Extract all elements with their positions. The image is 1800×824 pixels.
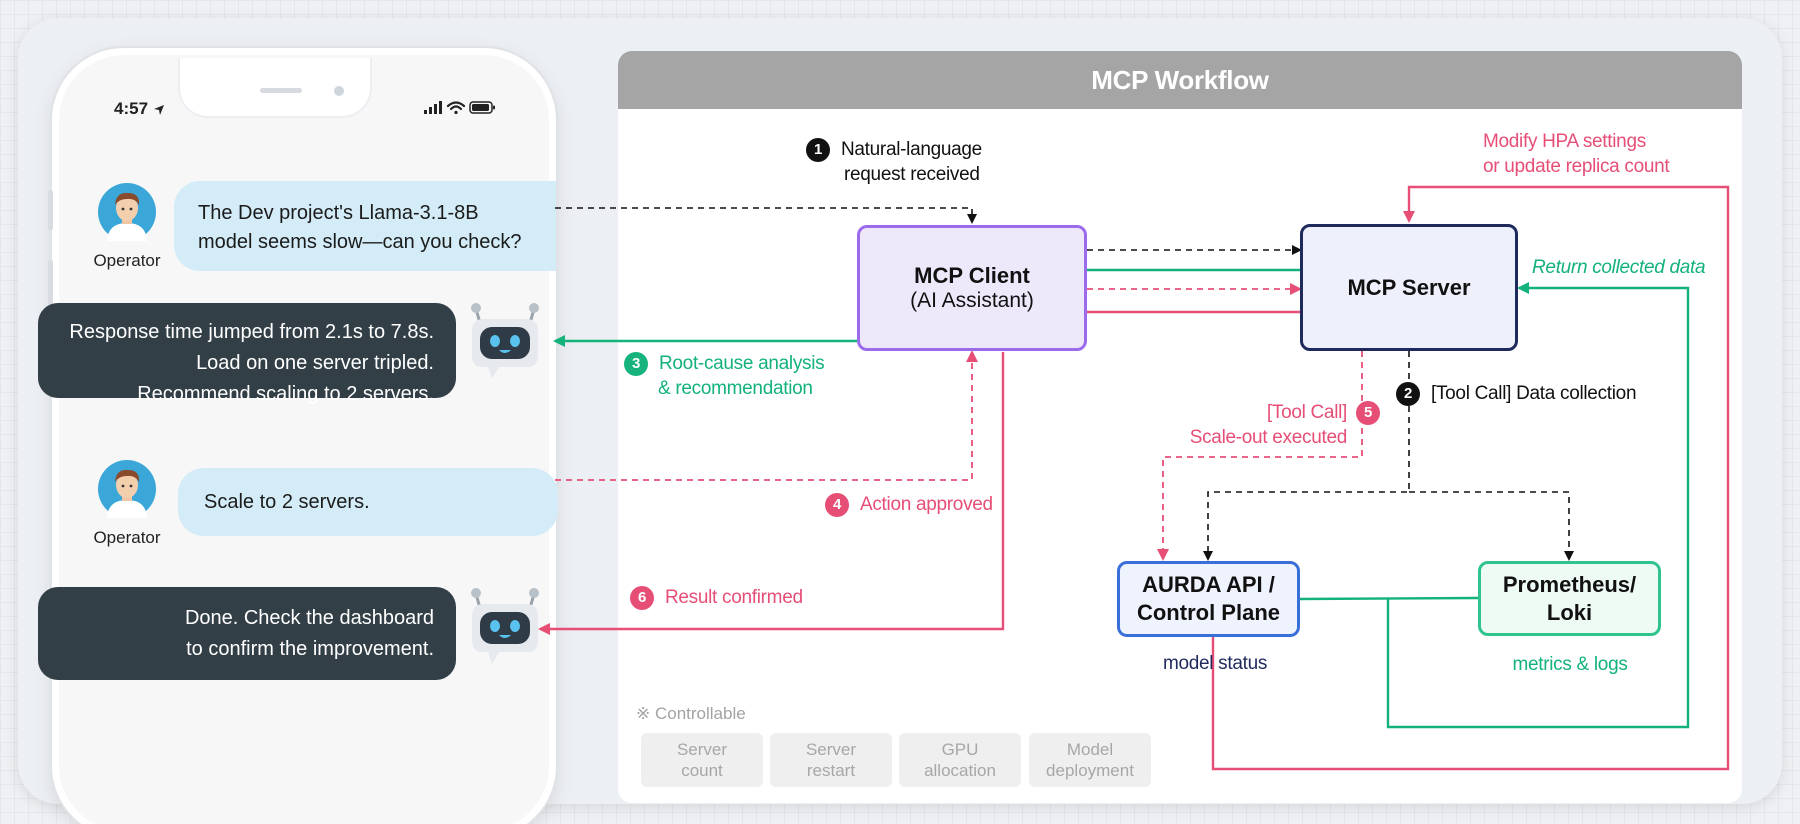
step-1-label: 1 Natural-language request received <box>806 137 982 187</box>
phone-side-button <box>48 260 53 330</box>
workflow-panel: MCP Workflow <box>618 51 1742 803</box>
operator-avatar <box>98 183 156 241</box>
node-subtitle: (AI Assistant) <box>910 289 1034 312</box>
battery-icon <box>469 101 495 114</box>
message-line: to confirm the improvement. <box>186 638 434 660</box>
location-arrow-icon <box>153 104 164 115</box>
sender-label: Operator <box>93 528 161 547</box>
step-text: Action approved <box>859 494 993 515</box>
flow-result-arrow <box>538 352 1005 635</box>
phone-speaker <box>260 88 302 93</box>
robot-avatar-icon <box>471 303 539 379</box>
phone-camera <box>334 86 344 96</box>
step-text: Natural-language <box>840 139 982 160</box>
return-data-label: Return collected data <box>1532 257 1706 278</box>
step-3-label: 3 Root-cause analysis & recommendation <box>624 351 825 401</box>
step-number-badge: 6 <box>630 585 654 610</box>
message-line: Response time jumped from 2.1s to 7.8s. <box>69 321 434 343</box>
step-number-badge: 3 <box>624 351 648 376</box>
flow-request-arrow <box>555 207 977 224</box>
message-line: Recommend scaling to 2 servers. <box>137 383 434 405</box>
step-number-badge: 2 <box>1396 381 1420 406</box>
flow-collect-arrow <box>1203 351 1410 561</box>
node-title: Prometheus/ <box>1502 571 1637 597</box>
step-4-label: 4 Action approved <box>825 492 993 517</box>
data-return-arrow <box>1386 282 1690 729</box>
node-title: Control Plane <box>1136 600 1280 625</box>
mcp-server-node: MCP Server <box>1300 224 1518 351</box>
phone-side-button <box>48 190 53 230</box>
aurda-api-node: AURDA API / Control Plane <box>1117 561 1300 637</box>
phone-frame <box>52 48 556 824</box>
step-6-label: 6 Result confirmed <box>630 585 803 610</box>
aurda-caption: model status <box>1162 653 1268 674</box>
step-text: [Tool Call] Data collection <box>1430 383 1637 404</box>
step-text: request received <box>844 164 980 185</box>
wifi-icon <box>446 101 466 115</box>
flow-scaleout-arrow <box>1157 351 1363 561</box>
step-text: Root-cause analysis <box>658 353 825 374</box>
step-2-label: 2 [Tool Call] Data collection <box>1396 381 1637 406</box>
step-number-badge: 4 <box>825 492 849 517</box>
bot-message-bubble: Done. Check the dashboard to confirm the… <box>38 587 456 680</box>
modify-hpa-label: Modify HPA settings or update replica co… <box>1483 129 1670 179</box>
step-text: & recommendation <box>658 378 813 399</box>
node-title: MCP Client <box>914 263 1030 288</box>
step-5-label: [Tool Call] 5 Scale-out executed <box>1180 400 1380 450</box>
message-line: Done. Check the dashboard <box>184 607 434 629</box>
message-line: Load on one server tripled. <box>196 352 434 374</box>
node-title: AURDA API / <box>1142 572 1275 597</box>
message-text: The Dev project's Llama-3.1-8B model see… <box>198 202 522 253</box>
workflow-title: MCP Workflow <box>618 51 1742 109</box>
step-number-badge: 5 <box>1356 400 1380 425</box>
status-time: 4:57 <box>114 99 165 119</box>
user-message-bubble: The Dev project's Llama-3.1-8B model see… <box>174 181 556 271</box>
sender-label: Operator <box>93 251 161 270</box>
controllable-title: ※ Controllable <box>636 704 746 723</box>
prometheus-caption: metrics & logs <box>1512 654 1628 675</box>
robot-avatar-icon <box>471 588 539 664</box>
node-title: Loki <box>1546 599 1593 625</box>
annotation-text: or update replica count <box>1483 156 1670 177</box>
step-number-badge: 1 <box>806 137 830 162</box>
status-icons <box>424 100 504 121</box>
step-text: Result confirmed <box>664 587 803 608</box>
step-text: Scale-out executed <box>1189 427 1348 448</box>
mcp-client-node: MCP Client (AI Assistant) <box>857 225 1087 351</box>
bot-message-bubble: Response time jumped from 2.1s to 7.8s. … <box>38 303 456 405</box>
modify-hpa-arrow <box>1211 185 1730 771</box>
user-message-bubble: Scale to 2 servers. <box>178 468 558 536</box>
operator-avatar <box>98 460 156 518</box>
prometheus-loki-node: Prometheus/ Loki <box>1478 561 1661 636</box>
message-text: Scale to 2 servers. <box>204 491 370 513</box>
node-title: MCP Server <box>1347 274 1471 300</box>
annotation-text: Modify HPA settings <box>1483 131 1646 152</box>
cellular-signal-icon <box>424 101 442 114</box>
flow-collect-arrow <box>1409 491 1574 561</box>
step-text: [Tool Call] <box>1266 402 1348 423</box>
